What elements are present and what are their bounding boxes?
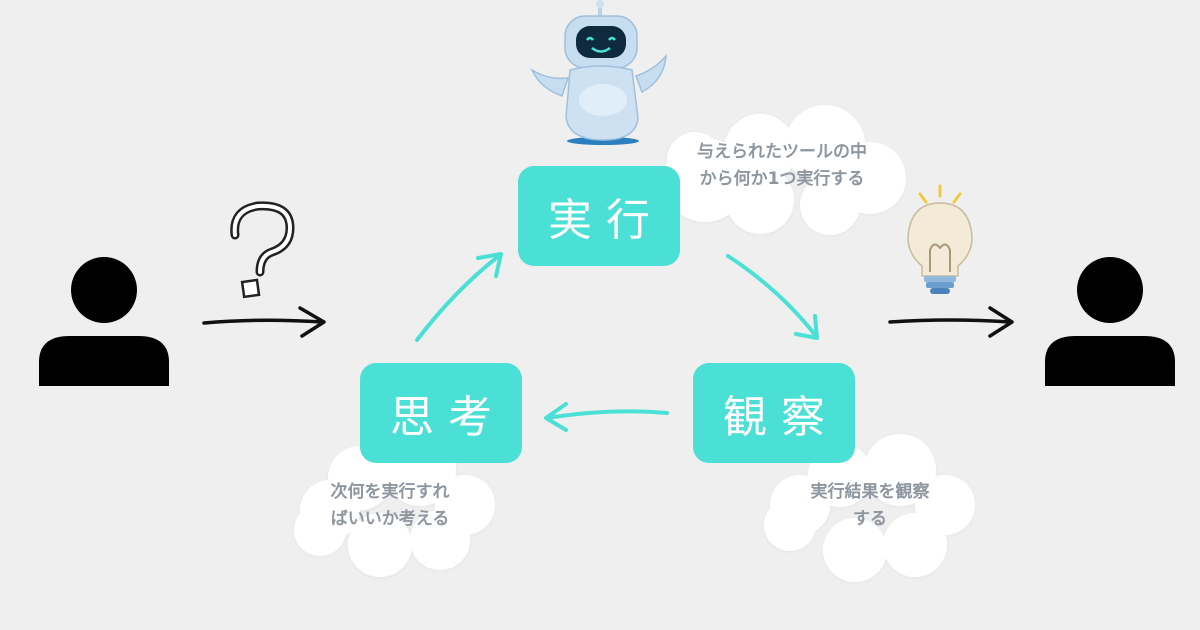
observe-node: 観察 xyxy=(693,363,855,463)
execute-node: 実行 xyxy=(518,166,680,266)
cycle-arrow-observe-to-think xyxy=(544,402,669,432)
execute-note-line: から何か1つ実行する xyxy=(699,169,865,189)
think-node: 思考 xyxy=(360,363,522,463)
think-note-line: 次何を実行すれ xyxy=(330,482,450,502)
cloud-observe xyxy=(764,434,975,582)
execute-note-line: 与えられたツールの中 xyxy=(697,142,867,162)
observe-note-line: する xyxy=(853,509,887,529)
think-note-line: ばいいか考える xyxy=(330,509,450,529)
robot-icon xyxy=(530,0,667,145)
cycle-arrow-think-to-execute xyxy=(415,252,503,342)
input-arrow xyxy=(202,306,326,338)
output-arrow xyxy=(888,306,1014,338)
cloud-think xyxy=(294,434,495,577)
left-person-icon xyxy=(39,257,169,386)
question-mark-icon xyxy=(230,201,295,299)
observe-note-line: 実行結果を観察 xyxy=(810,482,930,502)
cycle-arrow-execute-to-observe xyxy=(726,254,819,340)
cloud-execute xyxy=(663,105,906,235)
think-note: 次何を実行すれ ばいいか考える xyxy=(285,479,495,533)
execute-note: 与えられたツールの中 から何か1つ実行する xyxy=(662,139,902,193)
lightbulb-icon xyxy=(907,184,973,294)
right-person-icon xyxy=(1045,257,1175,386)
observe-note: 実行結果を観察 する xyxy=(770,479,970,533)
